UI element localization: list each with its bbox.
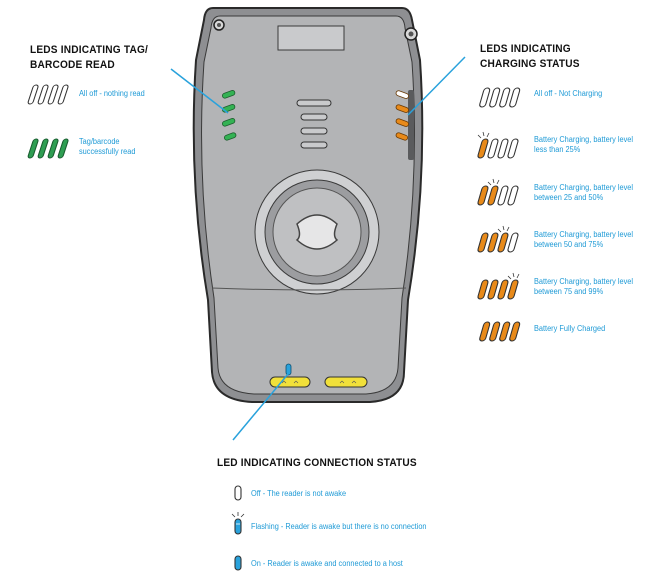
device-right-button — [324, 376, 368, 388]
charging-state-full-text: Battery Fully Charged — [534, 324, 605, 334]
device-tag-leds — [221, 90, 237, 141]
charging-state-25-50-text: Battery Charging, battery level between … — [534, 183, 633, 203]
connection-heading: LED INDICATING CONNECTION STATUS — [217, 457, 417, 469]
device-left-button — [269, 376, 311, 388]
tag-read-heading-line2: BARCODE READ — [30, 59, 115, 71]
connection-state-flashing-text: Flashing - Reader is awake but there is … — [251, 522, 427, 531]
charging-state-75-99-text: Battery Charging, battery level between … — [534, 277, 633, 297]
tag-read-state-off-text: All off - nothing read — [79, 89, 145, 98]
tag-read-heading-line1: LEDS INDICATING TAG/ — [30, 44, 149, 56]
tag-read-state-read-text: Tag/barcode successfully read — [79, 137, 135, 157]
charging-state-under-25-text: Battery Charging, battery level less tha… — [534, 135, 633, 155]
charging-state-off-line1: All off - Not Charging — [534, 89, 603, 98]
charging-leds-75-99-icon — [477, 272, 520, 300]
charging-leds-full-icon — [479, 321, 521, 342]
charging-heading-line2: CHARGING STATUS — [480, 58, 580, 70]
charging-state-50-75-line1: Battery Charging, battery level — [534, 230, 634, 239]
charging-state-75-99-line1: Battery Charging, battery level — [534, 277, 634, 286]
speaker-grille — [296, 99, 332, 149]
tag-read-heading: LEDS INDICATING TAG/ BARCODE READ — [30, 43, 148, 73]
tag-read-state-read-line1: Tag/barcode — [79, 137, 120, 146]
charging-state-off-text: All off - Not Charging — [534, 89, 602, 99]
charging-state-50-75-text: Battery Charging, battery level between … — [534, 230, 633, 250]
led-on-icon — [234, 555, 242, 571]
connection-state-on-text: On - Reader is awake and connected to a … — [251, 559, 403, 568]
charging-state-50-75-line2: between 50 and 75% — [534, 240, 604, 249]
charging-leds-off-icon — [479, 87, 521, 108]
charging-state-under-25-line2: less than 25% — [534, 145, 581, 154]
charging-leds-50-75-icon — [477, 225, 519, 253]
charging-state-full-line1: Battery Fully Charged — [534, 324, 606, 333]
charging-state-75-99-line2: between 75 and 99% — [534, 287, 604, 296]
charging-heading-line1: LEDS INDICATING — [480, 43, 571, 55]
four-empty-led-icon — [27, 84, 69, 105]
led-off-icon — [234, 485, 242, 501]
charging-state-25-50-line2: between 25 and 50% — [534, 193, 604, 202]
side-clip — [408, 90, 414, 160]
pointer-connection-led — [232, 373, 289, 441]
tag-read-state-read-line2: successfully read — [79, 147, 136, 156]
charging-leds-under-25-icon — [477, 131, 519, 159]
trigger-dial — [254, 169, 380, 295]
led-flashing-icon — [231, 512, 245, 535]
connection-state-off-text: Off - The reader is not awake — [251, 489, 347, 498]
pointer-tag-leds — [170, 68, 229, 114]
charging-leds-25-50-icon — [477, 178, 519, 206]
charging-state-25-50-line1: Battery Charging, battery level — [534, 183, 634, 192]
four-green-led-icon — [27, 138, 69, 159]
device-charging-leds — [395, 90, 409, 141]
charging-heading: LEDS INDICATING CHARGING STATUS — [480, 42, 580, 72]
device-connection-led — [285, 363, 292, 376]
charging-state-under-25-line1: Battery Charging, battery level — [534, 135, 634, 144]
battery-seam — [211, 287, 407, 291]
label-plate — [277, 25, 345, 51]
pointer-charging-leds — [407, 56, 466, 116]
